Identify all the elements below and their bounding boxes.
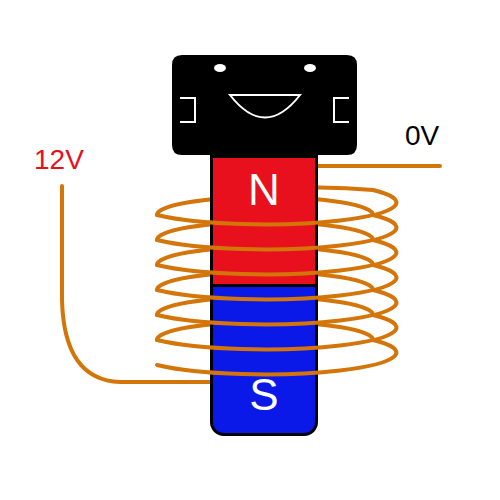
pole-letter: N [248,168,280,212]
north-pole: N [210,155,318,287]
voltage-label: 0V [405,122,439,150]
pole-letter: S [249,373,278,417]
voltage-label: 12V [34,146,84,174]
clip-holder [172,55,357,155]
south-pole: S [210,284,318,436]
